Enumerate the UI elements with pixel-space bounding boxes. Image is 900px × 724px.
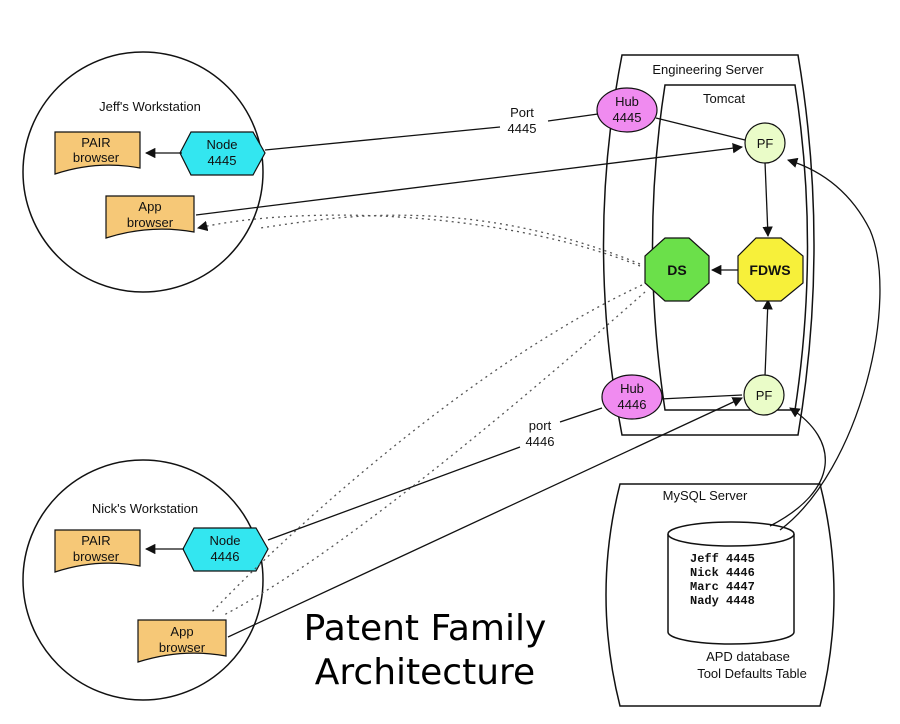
hub-4445: Hub 4445 xyxy=(596,87,658,133)
db-to-pf-arrow xyxy=(779,157,881,531)
jeff-pair-browser: PAIR browser xyxy=(54,131,141,175)
hub-label: Hub xyxy=(615,94,639,109)
ds-octagon: DS xyxy=(644,237,710,302)
jeff-app-label: App xyxy=(138,199,161,214)
app-to-pf-arrow xyxy=(195,142,744,216)
app-to-pf-arrow xyxy=(227,397,743,638)
jeff-node-hub-link xyxy=(547,113,599,122)
ds-dotted-links xyxy=(196,214,646,617)
hub-pf-link xyxy=(655,117,746,141)
fdws-label: FDWS xyxy=(749,262,790,278)
hub-label: 4445 xyxy=(613,110,642,125)
hub-label: 4446 xyxy=(618,397,647,412)
db-to-pf-arrow xyxy=(769,407,826,527)
db-caption-line1: APD database xyxy=(706,649,790,664)
nick-app-label: browser xyxy=(159,640,206,655)
jeff-node-label: Node xyxy=(206,137,237,152)
fdws-octagon: FDWS xyxy=(737,237,804,302)
ds-to-nick-app-dotted xyxy=(211,284,643,613)
nick-node-label: 4446 xyxy=(211,549,240,564)
jeff-pair-label: browser xyxy=(73,150,120,165)
mysql-server: MySQL Server xyxy=(605,483,835,707)
pf-bottom: PF xyxy=(743,374,785,416)
hub-pf-link xyxy=(659,394,743,400)
engineering-server: Engineering Server xyxy=(602,54,815,436)
connections xyxy=(144,113,881,638)
nick-pair-label: PAIR xyxy=(81,533,110,548)
pf-top: PF xyxy=(744,122,786,164)
hub-4446: Hub 4446 xyxy=(601,374,663,420)
jeff-app-browser: App browser xyxy=(105,195,195,239)
ds-label: DS xyxy=(667,262,686,278)
port-label: Port xyxy=(510,105,534,120)
nick-app-browser: App browser xyxy=(137,619,227,663)
jeff-node-hub-link xyxy=(264,126,501,151)
ds-to-jeff-app-dotted xyxy=(196,214,641,267)
db-row: Nady 4448 xyxy=(690,594,755,608)
jeff-workstation-title: Jeff's Workstation xyxy=(99,99,201,114)
hub-label: Hub xyxy=(620,381,644,396)
pf-label: PF xyxy=(756,388,773,403)
nick-node-hub-link xyxy=(559,407,603,423)
diagram-title-line1: Patent Family xyxy=(304,608,547,649)
nick-app-label: App xyxy=(170,624,193,639)
engineering-server-title: Engineering Server xyxy=(652,62,764,77)
nick-pair-browser: PAIR browser xyxy=(54,529,141,573)
port-label: 4445 xyxy=(508,121,537,136)
pf-to-fdws-arrow xyxy=(762,161,773,238)
apd-database-cylinder: Jeff 4445 Nick 4446 Marc 4447 Nady 4448 xyxy=(667,521,795,645)
db-row: Marc 4447 xyxy=(690,580,755,594)
jeff-node-4445: Node 4445 xyxy=(179,131,266,176)
nick-pair-label: browser xyxy=(73,549,120,564)
ds-to-nick-app-dotted xyxy=(221,291,646,617)
pf-label: PF xyxy=(757,136,774,151)
db-caption-line2: Tool Defaults Table xyxy=(697,666,807,681)
nick-node-label: Node xyxy=(209,533,240,548)
ds-jeff-dotted xyxy=(259,214,641,265)
jeff-workstation: Jeff's Workstation xyxy=(22,51,264,293)
db-row: Nick 4446 xyxy=(690,566,755,580)
nick-node-4446: Node 4446 xyxy=(182,527,269,572)
diagram-title-line2: Architecture xyxy=(315,652,535,693)
nick-node-hub-link xyxy=(267,446,521,541)
pf-to-fdws-arrow xyxy=(762,298,773,377)
db-row: Jeff 4445 xyxy=(690,552,755,566)
port-label: port xyxy=(529,418,552,433)
tomcat-title: Tomcat xyxy=(703,91,745,106)
mysql-server-title: MySQL Server xyxy=(663,488,748,503)
port-label: 4446 xyxy=(526,434,555,449)
jeff-node-label: 4445 xyxy=(208,153,237,168)
nick-workstation: Nick's Workstation xyxy=(22,459,264,701)
jeff-pair-label: PAIR xyxy=(81,135,110,150)
jeff-app-label: browser xyxy=(127,215,174,230)
nick-workstation-title: Nick's Workstation xyxy=(92,501,198,516)
